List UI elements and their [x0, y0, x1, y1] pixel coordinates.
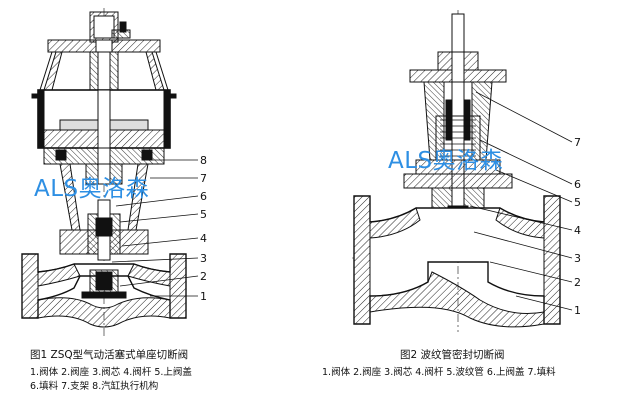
figure2-parts-line1: 1.阀体 2.阀座 3.阀芯 4.阀杆 5.波纹管 6.上阀盖 7.填料 — [322, 367, 556, 378]
watermark-left: ALS奥洛森 — [34, 176, 150, 202]
figure1-callout-1: 1 — [200, 290, 207, 303]
figure1-drawing — [21, 8, 199, 338]
figure1-callout-3: 3 — [200, 252, 207, 265]
figure2-caption: 图2 波纹管密封切断阀 — [400, 349, 505, 361]
figure2-callout-7: 7 — [574, 136, 581, 149]
figure1-parts-line1: 1.阀体 2.阀座 3.阀芯 4.阀杆 5.上阀盖 — [30, 367, 192, 378]
figure1-caption: 图1 ZSQ型气动活塞式单座切断阀 — [30, 349, 189, 361]
figure1-callout-8: 8 — [200, 154, 207, 167]
figure1-callout-2: 2 — [200, 270, 207, 283]
figure1-parts-line2: 6.填料 7.支架 8.汽缸执行机构 — [30, 381, 159, 392]
figure1-callout-6: 6 — [200, 190, 207, 203]
figure2-callout-4: 4 — [574, 224, 581, 237]
figure1-callout-numbers: 8 7 6 5 4 3 2 1 — [200, 154, 207, 303]
figure1-callout-4: 4 — [200, 232, 207, 245]
figure1-callout-7: 7 — [200, 172, 207, 185]
figure2-callout-1: 1 — [574, 304, 581, 317]
watermark-right: ALS奥洛森 — [388, 148, 504, 174]
figure2-drawing — [352, 10, 573, 332]
figure2-callout-3: 3 — [574, 252, 581, 265]
figure2-callout-numbers: 7 6 5 4 3 2 1 — [574, 136, 581, 317]
figure1-callout-5: 5 — [200, 208, 207, 221]
figure2-callout-5: 5 — [574, 196, 581, 209]
figure2-callout-2: 2 — [574, 276, 581, 289]
figure2-callout-6: 6 — [574, 178, 581, 191]
